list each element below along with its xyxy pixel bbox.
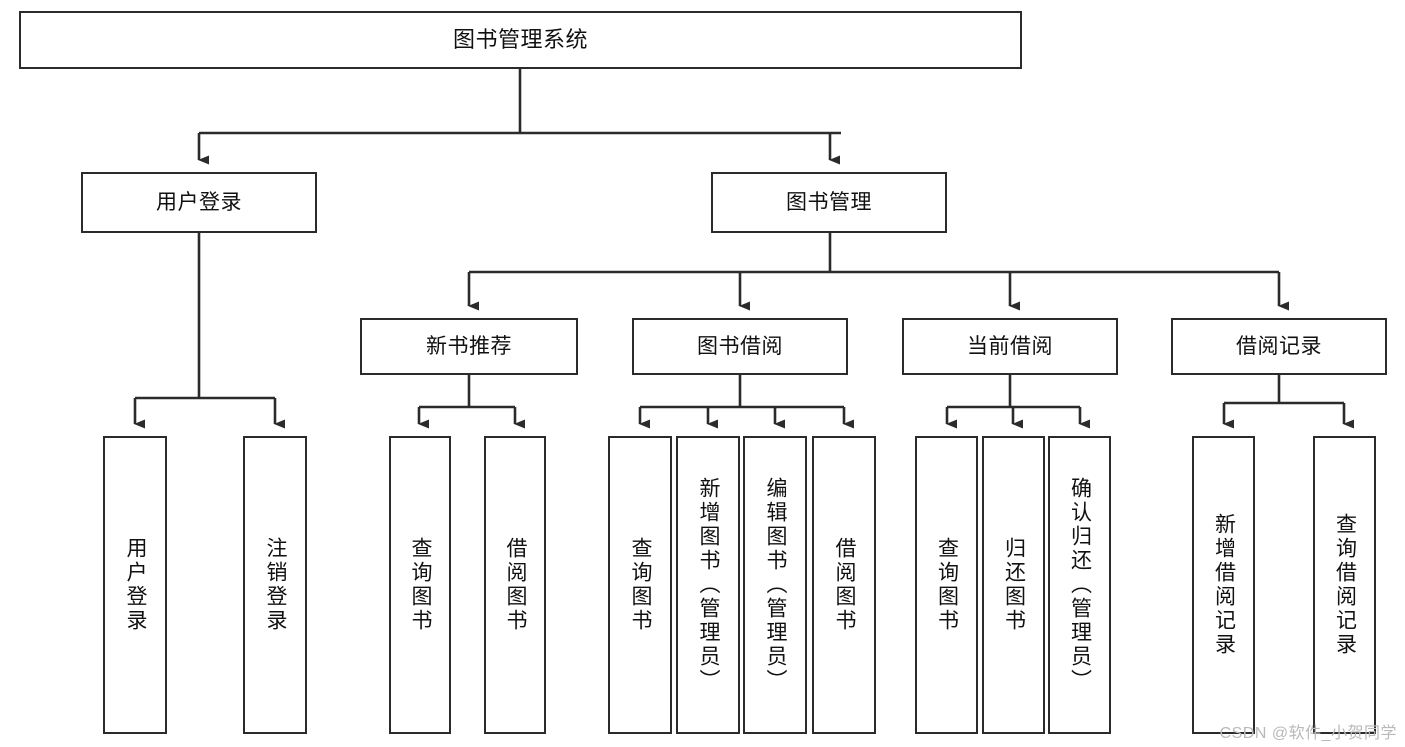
leaf-borrow-record-query[interactable]: 查询借阅记录 — [1313, 436, 1376, 734]
leaf-current-borrow-query-label: 查询图书 — [935, 537, 959, 633]
leaf-user-login-login-label: 用户登录 — [124, 537, 148, 633]
leaf-current-borrow-return-label: 归还图书 — [1002, 537, 1026, 633]
node-borrow-record-label: 借阅记录 — [1236, 334, 1322, 358]
leaf-current-borrow-query[interactable]: 查询图书 — [915, 436, 978, 734]
leaf-borrow-record-add-label: 新增借阅记录 — [1212, 513, 1236, 657]
leaf-user-login-login[interactable]: 用户登录 — [103, 436, 167, 734]
node-borrow-record[interactable]: 借阅记录 — [1171, 318, 1387, 375]
leaf-new-book-query[interactable]: 查询图书 — [389, 436, 451, 734]
node-root-system-label: 图书管理系统 — [452, 26, 588, 52]
leaf-book-borrow-add-label: 新增图书（管理员） — [697, 477, 721, 693]
node-book-borrow[interactable]: 图书借阅 — [632, 318, 848, 375]
leaf-borrow-record-query-label: 查询借阅记录 — [1333, 513, 1357, 657]
node-new-book-recommend-label: 新书推荐 — [426, 334, 512, 358]
node-user-login-label: 用户登录 — [156, 190, 242, 214]
node-current-borrow-label: 当前借阅 — [967, 334, 1053, 358]
leaf-current-borrow-return[interactable]: 归还图书 — [982, 436, 1045, 734]
leaf-book-borrow-edit[interactable]: 编辑图书（管理员） — [743, 436, 807, 734]
leaf-current-borrow-confirm-label: 确认归还（管理员） — [1068, 477, 1092, 693]
leaf-borrow-record-add[interactable]: 新增借阅记录 — [1192, 436, 1255, 734]
node-user-login[interactable]: 用户登录 — [81, 172, 317, 233]
csdn-watermark: CSDN @软件_小贺同学 — [1219, 725, 1397, 742]
leaf-current-borrow-confirm[interactable]: 确认归还（管理员） — [1048, 436, 1111, 734]
node-book-borrow-label: 图书借阅 — [697, 334, 783, 358]
node-book-management[interactable]: 图书管理 — [711, 172, 947, 233]
leaf-new-book-query-label: 查询图书 — [409, 537, 433, 633]
leaf-book-borrow-add[interactable]: 新增图书（管理员） — [676, 436, 740, 734]
leaf-book-borrow-borrow[interactable]: 借阅图书 — [812, 436, 876, 734]
leaf-book-borrow-query-label: 查询图书 — [629, 537, 653, 633]
node-new-book-recommend[interactable]: 新书推荐 — [360, 318, 578, 375]
node-current-borrow[interactable]: 当前借阅 — [902, 318, 1118, 375]
leaf-user-login-logout-label: 注销登录 — [264, 537, 288, 633]
leaf-book-borrow-query[interactable]: 查询图书 — [608, 436, 672, 734]
leaf-user-login-logout[interactable]: 注销登录 — [243, 436, 307, 734]
leaf-new-book-borrow-label: 借阅图书 — [504, 537, 528, 633]
node-root-system[interactable]: 图书管理系统 — [19, 11, 1022, 69]
leaf-book-borrow-edit-label: 编辑图书（管理员） — [764, 477, 788, 693]
leaf-book-borrow-borrow-label: 借阅图书 — [833, 537, 857, 633]
leaf-new-book-borrow[interactable]: 借阅图书 — [484, 436, 546, 734]
node-book-management-label: 图书管理 — [786, 190, 872, 214]
